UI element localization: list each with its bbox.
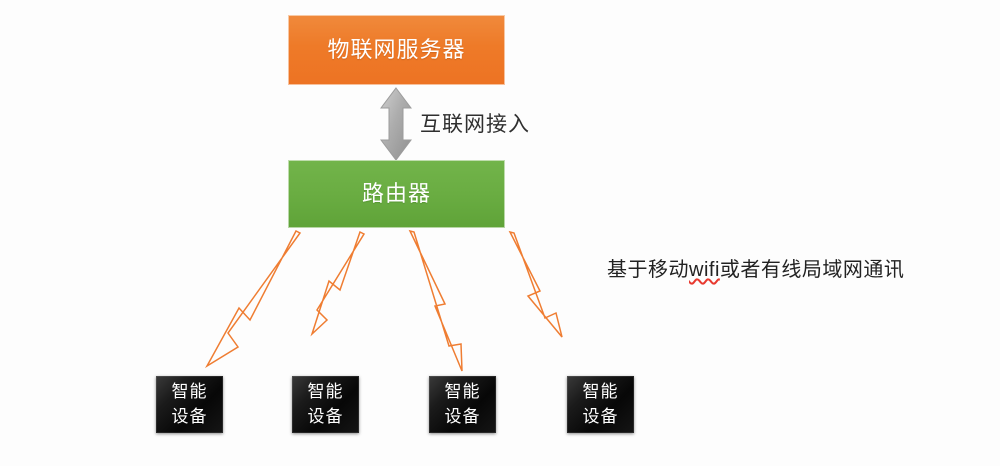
node-smart-device-label-line1: 智能 bbox=[171, 381, 208, 401]
node-smart-device-label-line1: 智能 bbox=[307, 381, 344, 401]
node-router[interactable]: 路由器 bbox=[288, 160, 505, 228]
lightning-bolt-icon-1 bbox=[204, 229, 302, 369]
node-iot-server-label: 物联网服务器 bbox=[327, 37, 466, 62]
lightning-bolt-icon-4 bbox=[508, 230, 563, 338]
annotation-lan-note: 基于移动wifi或者有线局域网通讯 bbox=[607, 253, 904, 282]
annotation-lan-note-suffix: 或者有线局域网通讯 bbox=[719, 259, 905, 281]
annotation-lan-note-misspelled-word: wifi bbox=[689, 259, 720, 281]
annotation-lan-note-prefix: 基于移动 bbox=[607, 259, 689, 281]
node-smart-device[interactable]: 智能 设备 bbox=[567, 376, 634, 433]
node-smart-device-label-line2: 设备 bbox=[444, 406, 481, 426]
node-router-label: 路由器 bbox=[361, 181, 431, 206]
node-smart-device-label-line1: 智能 bbox=[444, 381, 481, 401]
lightning-bolt-icon-3 bbox=[408, 229, 463, 372]
connector-label-internet-access: 互联网接入 bbox=[420, 113, 530, 136]
node-smart-device-label-line2: 设备 bbox=[307, 406, 344, 426]
node-smart-device-label-line2: 设备 bbox=[582, 406, 619, 426]
node-smart-device[interactable]: 智能 设备 bbox=[292, 376, 359, 433]
node-smart-device-label-line2: 设备 bbox=[171, 406, 208, 426]
node-iot-server[interactable]: 物联网服务器 bbox=[288, 15, 505, 85]
node-smart-device[interactable]: 智能 设备 bbox=[429, 376, 496, 433]
double-headed-arrow-icon bbox=[380, 87, 412, 161]
node-smart-device-label-line1: 智能 bbox=[582, 381, 619, 401]
node-smart-device[interactable]: 智能 设备 bbox=[156, 376, 223, 433]
lightning-bolt-icon-2 bbox=[310, 230, 366, 337]
